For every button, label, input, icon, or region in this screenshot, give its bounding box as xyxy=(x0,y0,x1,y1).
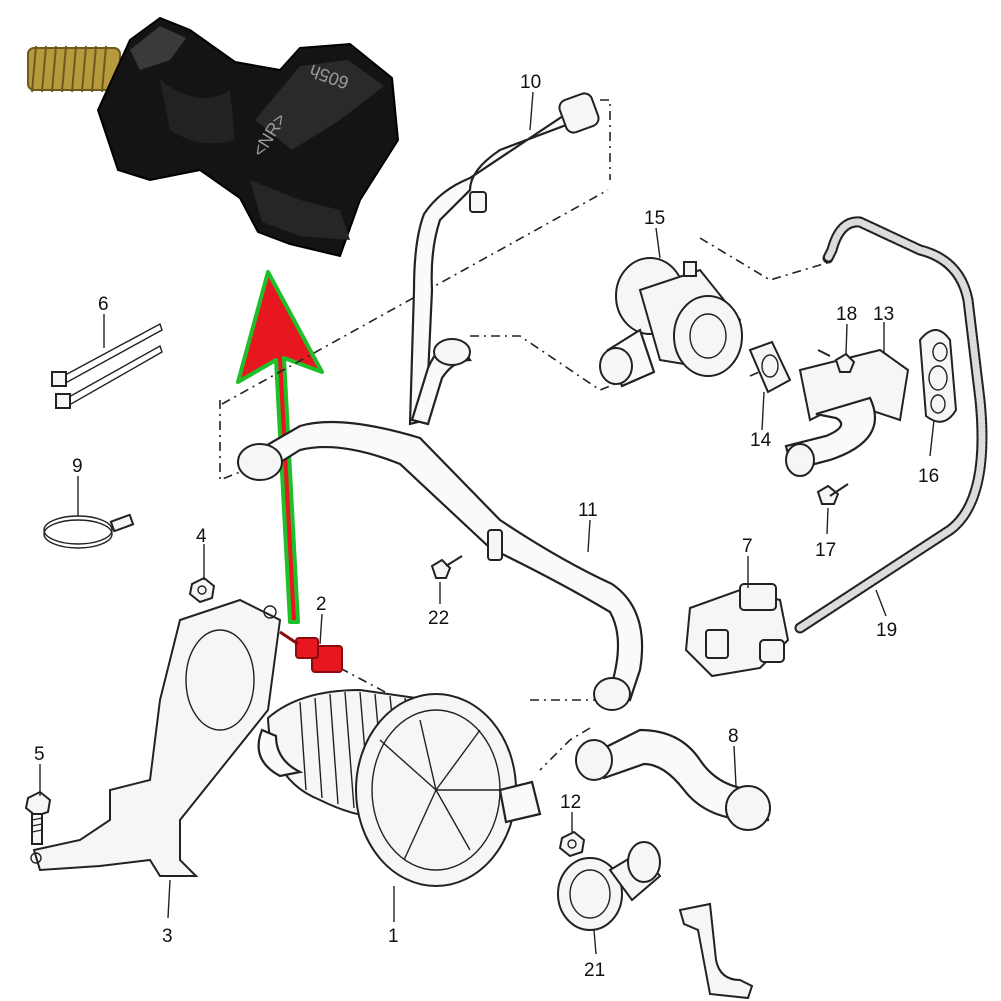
callout-13: 13 xyxy=(873,304,894,325)
callout-22: 22 xyxy=(428,608,449,629)
check-valve-21 xyxy=(557,841,754,1000)
gasket-16 xyxy=(918,329,958,423)
callout-5: 5 xyxy=(34,744,45,765)
callout-18: 18 xyxy=(836,304,857,325)
callout-2: 2 xyxy=(316,594,327,615)
bolt-5 xyxy=(24,790,52,845)
nut-12 xyxy=(558,830,586,858)
hose-clamp-9 xyxy=(43,513,135,549)
solenoid-valve-7 xyxy=(684,583,790,678)
callout-9: 9 xyxy=(72,456,83,477)
bolt-18 xyxy=(817,349,856,373)
callout-labels: 10 15 18 13 14 16 17 6 9 11 7 22 19 4 2 … xyxy=(34,72,939,981)
callout-16: 16 xyxy=(918,466,939,487)
callout-12: 12 xyxy=(560,792,581,813)
leader-lines xyxy=(39,91,935,955)
cable-ties-6 xyxy=(51,322,163,409)
callout-14: 14 xyxy=(750,430,772,451)
gasket-14 xyxy=(748,340,792,394)
vacuum-hose-19 xyxy=(794,216,988,634)
hose-10 xyxy=(408,92,600,426)
connector-part-2 xyxy=(279,630,343,673)
callout-7: 7 xyxy=(742,536,753,557)
connector-closeup: 605h <NR> xyxy=(27,16,400,258)
callout-10: 10 xyxy=(520,72,541,93)
callout-11: 11 xyxy=(578,500,598,521)
bracket-3 xyxy=(30,598,282,877)
combination-valve-15 xyxy=(599,257,743,388)
bolt-22 xyxy=(430,555,463,579)
hose-11 xyxy=(237,420,644,711)
callout-15: 15 xyxy=(644,208,665,229)
nut-4 xyxy=(188,576,216,604)
callout-17: 17 xyxy=(815,540,836,561)
callout-4: 4 xyxy=(196,526,207,547)
callout-3: 3 xyxy=(162,926,173,947)
callout-1: 1 xyxy=(388,926,399,947)
hose-8 xyxy=(575,728,771,831)
pipe-13 xyxy=(784,348,910,477)
callout-21: 21 xyxy=(584,960,605,981)
air-pump xyxy=(257,688,542,887)
callout-19: 19 xyxy=(876,620,897,641)
bolt-17 xyxy=(816,483,849,505)
callout-8: 8 xyxy=(728,726,739,747)
threaded-stud xyxy=(27,45,121,93)
callout-6: 6 xyxy=(98,294,109,315)
